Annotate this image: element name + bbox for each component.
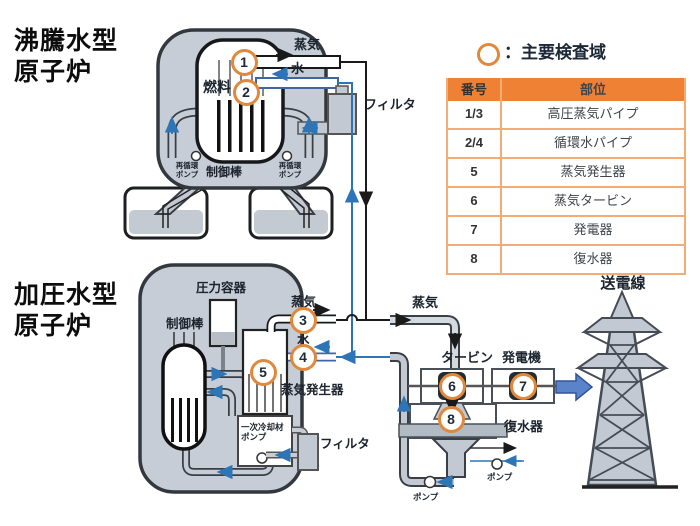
row-part: 高圧蒸気パイプ xyxy=(547,106,639,121)
row-part: 復水器 xyxy=(573,251,613,266)
row-part: 循環水パイプ xyxy=(553,135,632,150)
inspection-marker-5: 5 xyxy=(249,358,277,386)
table-row: 5 蒸気発生器 xyxy=(448,159,684,188)
row-number: 5 xyxy=(448,159,502,186)
bwr-water-label: 水 xyxy=(291,61,305,76)
inspection-marker-4: 4 xyxy=(289,343,317,371)
bwr-water-pipe xyxy=(255,77,339,89)
row-number: 1/3 xyxy=(448,101,502,128)
turbine-label: タービン xyxy=(441,350,494,365)
pwr-title: 加圧水型 原子炉 xyxy=(14,281,119,340)
bwr-fuel-rods xyxy=(217,100,265,152)
inspection-marker-6: 6 xyxy=(438,372,466,400)
bwr-filter-label: フィルタ xyxy=(364,97,416,112)
inspection-marker-7: 7 xyxy=(509,372,537,400)
main-pipes xyxy=(390,315,460,487)
pwr-primary-pump-icon xyxy=(256,452,268,464)
table-row: 6 蒸気タービン xyxy=(448,188,684,217)
inspection-marker-3: 3 xyxy=(289,306,317,334)
table-row: 2/4 循環水パイプ xyxy=(448,130,684,159)
bwr-recirc-pump-left-icon xyxy=(190,150,202,162)
row-part: 蒸気タービン xyxy=(553,193,632,208)
row-number: 7 xyxy=(448,217,502,244)
inspection-marker-8: 8 xyxy=(437,405,465,433)
inspection-marker-1: 1 xyxy=(230,48,258,76)
table-row: 7 発電器 xyxy=(448,217,684,246)
bwr-recirc-pump-right-label: 再循環ポンプ xyxy=(278,161,302,179)
pwr-water-label: 水 xyxy=(297,333,310,347)
pwr-control-rods-label: 制御棒 xyxy=(166,317,204,331)
bwr-title: 沸騰水型 原子炉 xyxy=(14,27,119,86)
pwr-pressure-vessel-label: 圧力容器 xyxy=(196,281,247,295)
condensate-pump-label: ポンプ xyxy=(413,492,439,502)
condenser-funnel xyxy=(430,438,482,478)
table-row: 8 復水器 xyxy=(448,246,684,273)
bwr-recirc-pump-left-label: 再循環ポンプ xyxy=(175,161,199,179)
generator-label: 発電機 xyxy=(502,350,542,365)
pwr-filter-label: フィルタ xyxy=(320,437,370,451)
condensate-pump-icon xyxy=(423,475,437,489)
transmission-tower xyxy=(574,289,678,489)
pwr-filter-block xyxy=(297,433,319,471)
row-part: 蒸気発生器 xyxy=(560,164,626,179)
bwr-control-rods-label: 制御棒 xyxy=(206,165,243,179)
inspection-table-header: 番号 部位 xyxy=(448,78,684,101)
row-part: 発電器 xyxy=(573,222,613,237)
cooling-pump-label: ポンプ xyxy=(487,472,513,482)
power-line-label: 送電線 xyxy=(600,275,646,292)
bwr-steam-label: 蒸気 xyxy=(294,37,321,52)
condenser-label: 復水器 xyxy=(504,419,544,434)
bwr-fuel-label: 燃料 xyxy=(203,79,231,95)
inspection-area-ring-icon xyxy=(477,43,500,66)
inspection-marker-2: 2 xyxy=(232,78,260,106)
cooling-pump-icon xyxy=(491,458,503,470)
pwr-control-rods xyxy=(171,398,198,442)
table-header-number: 番号 xyxy=(448,78,502,101)
power-flow-arrow-icon xyxy=(555,372,594,402)
legend-label: ：主要検査域 xyxy=(504,43,606,62)
pwr-primary-pump-label: 一次冷却材ポンプ xyxy=(241,422,284,442)
pwr-reactor-vessel xyxy=(161,343,207,451)
pwr-steam-generator-label: 蒸気発生器 xyxy=(281,383,344,397)
inspection-table: 番号 部位 1/3 高圧蒸気パイプ 2/4 循環水パイプ 5 蒸気発生器 6 蒸… xyxy=(446,78,686,275)
row-number: 2/4 xyxy=(448,130,502,157)
row-number: 6 xyxy=(448,188,502,215)
table-header-part: 部位 xyxy=(579,82,606,97)
bwr-recirc-pump-right-icon xyxy=(281,150,293,162)
table-row: 1/3 高圧蒸気パイプ xyxy=(448,101,684,130)
pwr-steam-label: 蒸気 xyxy=(291,295,317,309)
main-steam-label: 蒸気 xyxy=(412,295,439,310)
row-number: 8 xyxy=(448,246,502,273)
turbine-generator-condenser xyxy=(398,368,594,489)
